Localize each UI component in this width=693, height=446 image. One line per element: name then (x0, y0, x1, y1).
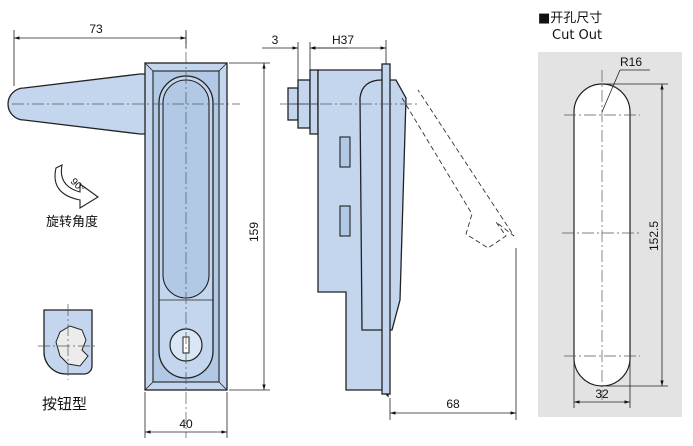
dim-side-h37: H37 (332, 33, 354, 47)
front-view: 73 159 40 (7, 22, 270, 438)
cutout-title-cn: ■开孔尺寸 (538, 11, 602, 26)
rotation-caption: 旋转角度 (46, 214, 98, 230)
cutout-title-en: Cut Out (552, 28, 602, 43)
cutout-drawing: R16 152.5 32 (538, 52, 682, 417)
dim-front-bottom-40: 40 (179, 417, 193, 431)
rotated-handle-outline (401, 89, 515, 249)
dim-side-offset-3: 3 (272, 33, 279, 47)
dim-side-reach-68: 68 (446, 397, 460, 411)
side-view: 3 H37 68 (262, 33, 517, 420)
button-type-caption: 按钮型 (42, 395, 87, 413)
dim-front-height-159: 159 (247, 222, 261, 242)
cutout-width: 32 (595, 387, 609, 401)
cutout-height: 152.5 (647, 221, 661, 251)
cutout-radius: R16 (620, 55, 642, 69)
side-flange (381, 63, 391, 395)
dim-front-width-73: 73 (89, 22, 103, 36)
button-type-icon (38, 304, 96, 380)
rotation-arrow-icon: 90° (54, 164, 99, 209)
